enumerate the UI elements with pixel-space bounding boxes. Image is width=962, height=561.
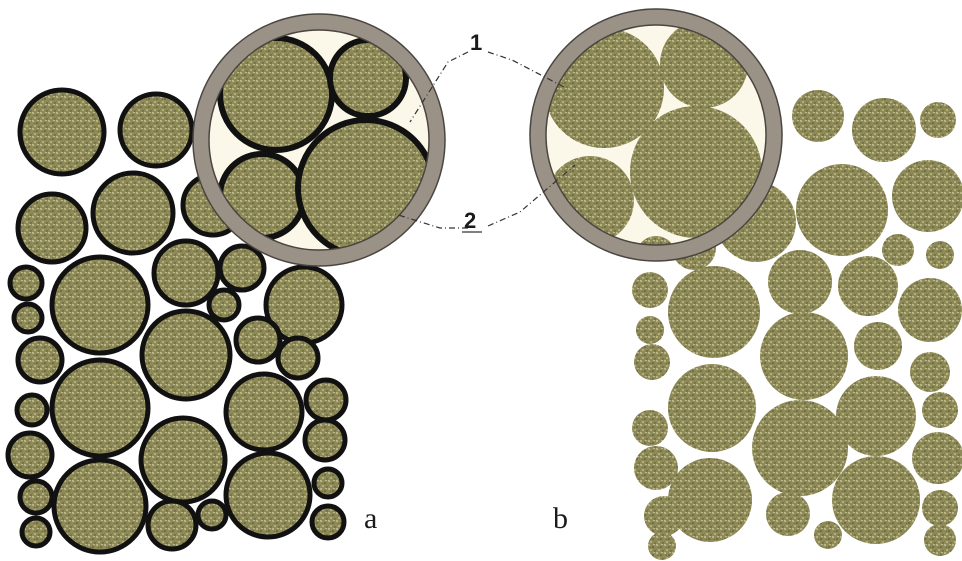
particle-b-18 xyxy=(634,344,670,380)
particle-a-9 xyxy=(154,241,218,305)
particle-a-29 xyxy=(314,469,342,497)
particle-a-31 xyxy=(22,518,50,546)
particle-b-9 xyxy=(926,241,954,269)
panel-label-a: a xyxy=(364,502,377,535)
inset-a-magnified-view xyxy=(193,14,445,266)
particle-a-14 xyxy=(142,311,230,399)
particle-a-19 xyxy=(226,374,302,450)
particle-a-8 xyxy=(52,257,148,353)
particle-a-21 xyxy=(8,433,52,477)
particle-a-1 xyxy=(20,90,104,174)
particle-a-7 xyxy=(14,304,42,332)
particle-a-20 xyxy=(306,380,346,420)
particle-b-31 xyxy=(922,490,958,526)
particle-b-2 xyxy=(852,98,916,162)
particle-b-1 xyxy=(792,90,844,142)
particle-b-22 xyxy=(752,400,848,496)
particle-a-12 xyxy=(209,290,239,320)
particle-a-16 xyxy=(278,338,318,378)
particle-a-24 xyxy=(20,481,52,513)
particle-a-30 xyxy=(312,506,344,538)
particle-a-25 xyxy=(54,460,146,552)
particle-a-6 xyxy=(10,267,42,299)
particle-b-33 xyxy=(924,524,956,556)
particle-a-28 xyxy=(226,453,310,537)
particle-b-19 xyxy=(910,352,950,392)
particle-b-30 xyxy=(832,456,920,544)
particle-a-4 xyxy=(93,173,173,253)
particle-b-8 xyxy=(882,234,914,266)
particle-a-22 xyxy=(141,418,225,502)
particle-b-32 xyxy=(644,496,684,536)
particle-b-23 xyxy=(922,392,958,428)
particle-b-21 xyxy=(836,376,916,456)
particle-b-12 xyxy=(768,250,832,314)
particle-a-17 xyxy=(17,395,47,425)
particle-a-15 xyxy=(236,318,280,362)
particle-b-14 xyxy=(898,278,962,342)
callout-label-2: 2 xyxy=(464,208,476,233)
particle-a-18 xyxy=(52,360,148,456)
particle-b-20 xyxy=(668,364,756,452)
particle-a-2 xyxy=(120,94,192,166)
particle-b-15 xyxy=(636,316,664,344)
particle-a-23 xyxy=(305,420,345,460)
particle-b-25 xyxy=(634,446,678,490)
particle-a-27 xyxy=(198,501,226,529)
particle-b-28 xyxy=(766,492,810,536)
particle-a-3 xyxy=(18,194,86,262)
particle-b-24 xyxy=(632,410,668,446)
particle-b-34 xyxy=(648,532,676,560)
particle-a-13 xyxy=(18,338,62,382)
inset-a-particle-4 xyxy=(298,120,434,256)
particle-b-29 xyxy=(814,521,842,549)
particle-b-26 xyxy=(912,432,962,484)
particle-a-26 xyxy=(148,501,196,549)
particle-b-10 xyxy=(632,272,668,308)
callout-label-1: 1 xyxy=(470,30,482,55)
particle-b-17 xyxy=(854,322,902,370)
panel-label-b: b xyxy=(553,502,568,535)
particle-b-4 xyxy=(796,164,888,256)
particle-b-5 xyxy=(892,160,962,232)
particle-b-3 xyxy=(920,102,956,138)
particle-b-16 xyxy=(760,312,848,400)
particle-b-13 xyxy=(838,256,898,316)
particle-b-11 xyxy=(668,266,760,358)
particle-b-27 xyxy=(668,458,752,542)
particle-a-10 xyxy=(220,246,264,290)
